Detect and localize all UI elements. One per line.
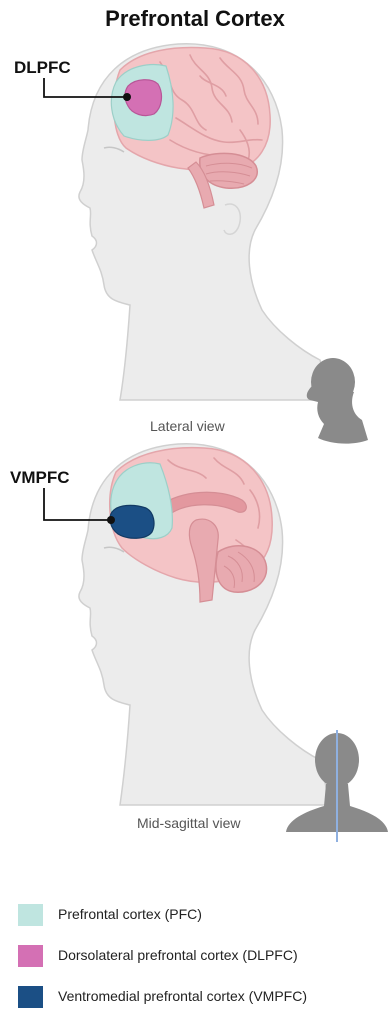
- prefrontal-cortex-diagram: [0, 0, 390, 890]
- sagittal-vmpfc-region: [110, 505, 154, 538]
- legend-swatch-pfc: [18, 904, 43, 926]
- dlpfc-callout-dot: [123, 93, 131, 101]
- legend-label-pfc: Prefrontal cortex (PFC): [58, 906, 202, 922]
- dlpfc-callout-label: DLPFC: [14, 58, 71, 78]
- vmpfc-callout-label: VMPFC: [10, 468, 70, 488]
- legend-item-dlpfc: Dorsolateral prefrontal cortex (DLPFC): [18, 941, 388, 982]
- legend-item-pfc: Prefrontal cortex (PFC): [18, 900, 388, 941]
- lateral-view-illustration: [44, 44, 368, 444]
- sagittal-view-caption: Mid-sagittal view: [137, 815, 240, 831]
- lateral-thumbnail-icon: [307, 358, 368, 444]
- vmpfc-callout-dot: [107, 516, 115, 524]
- legend-item-vmpfc: Ventromedial prefrontal cortex (VMPFC): [18, 982, 388, 1023]
- legend-label-vmpfc: Ventromedial prefrontal cortex (VMPFC): [58, 988, 307, 1004]
- legend-label-dlpfc: Dorsolateral prefrontal cortex (DLPFC): [58, 947, 298, 963]
- lateral-view-caption: Lateral view: [150, 418, 225, 434]
- legend: Prefrontal cortex (PFC) Dorsolateral pre…: [18, 900, 388, 1023]
- sagittal-view-illustration: [44, 444, 388, 842]
- legend-swatch-vmpfc: [18, 986, 43, 1008]
- legend-swatch-dlpfc: [18, 945, 43, 967]
